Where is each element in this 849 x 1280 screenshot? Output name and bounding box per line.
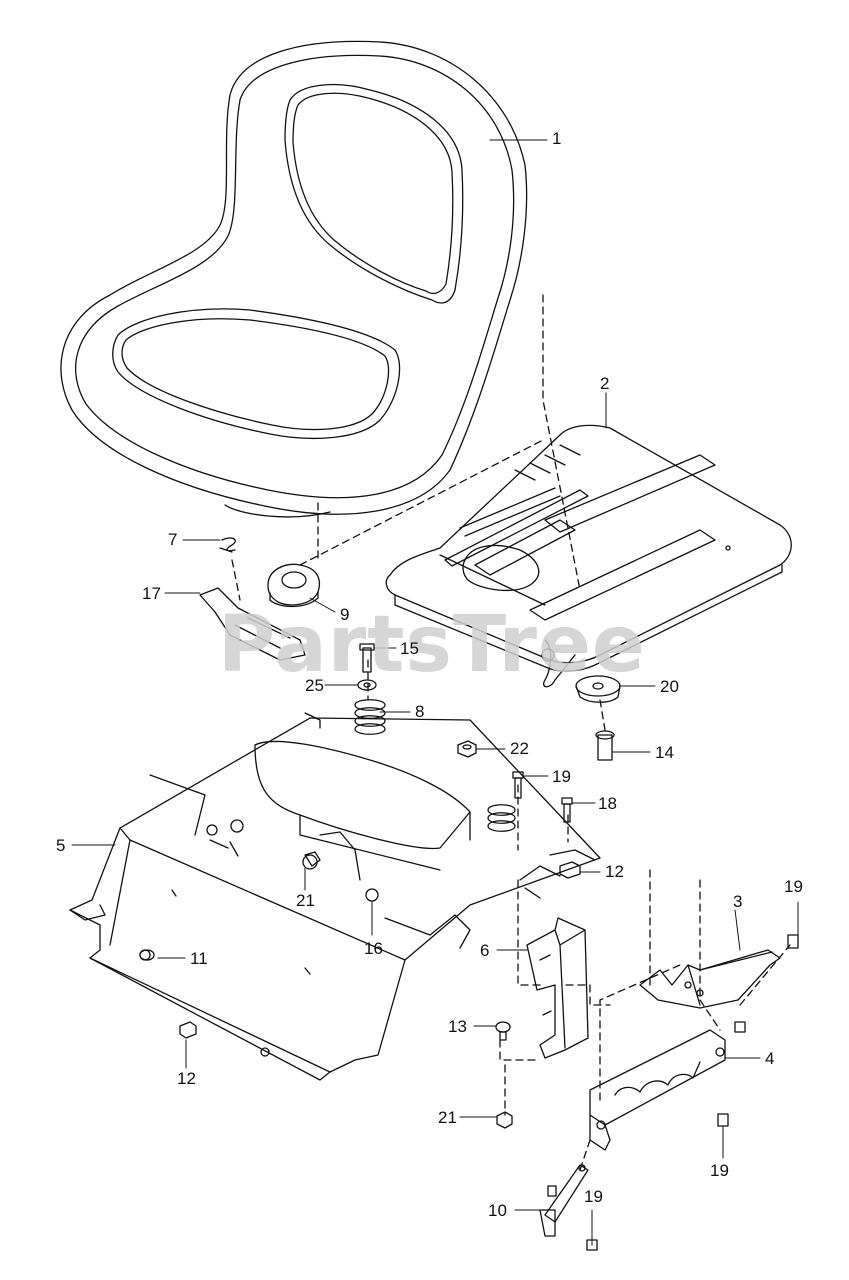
watermark-text: PartsTree bbox=[218, 600, 646, 690]
callout-6[interactable]: 6 bbox=[480, 941, 490, 960]
callout-10[interactable]: 10 bbox=[488, 1201, 507, 1220]
spring-part[interactable] bbox=[354, 699, 516, 832]
callout-25[interactable]: 25 bbox=[305, 676, 324, 695]
callout-9[interactable]: 9 bbox=[340, 605, 350, 624]
callout-19-d[interactable]: 19 bbox=[584, 1187, 603, 1206]
callout-19-a[interactable]: 19 bbox=[552, 767, 571, 786]
hex-bolt-part[interactable] bbox=[547, 934, 799, 1251]
leader-lines bbox=[71, 139, 799, 1246]
adjuster-link-part[interactable] bbox=[539, 1164, 589, 1237]
callout-11[interactable]: 11 bbox=[190, 949, 208, 968]
callout-2[interactable]: 2 bbox=[600, 374, 610, 393]
flange-nut-part[interactable] bbox=[304, 851, 513, 1129]
callout-22[interactable]: 22 bbox=[510, 739, 529, 758]
callout-19-b[interactable]: 19 bbox=[784, 877, 803, 896]
callout-12[interactable]: 12 bbox=[605, 862, 624, 881]
nut-part[interactable] bbox=[457, 740, 477, 758]
seat-slide-upper-part[interactable] bbox=[639, 949, 781, 1009]
seat-base-frame-part[interactable] bbox=[69, 712, 601, 1081]
callout-1[interactable]: 1 bbox=[552, 129, 562, 148]
plug-part[interactable] bbox=[139, 949, 155, 961]
cage-nut-part[interactable] bbox=[179, 861, 581, 1039]
callout-21[interactable]: 21 bbox=[296, 891, 315, 910]
callout-16[interactable]: 16 bbox=[364, 939, 383, 958]
bolt-part[interactable] bbox=[359, 643, 375, 673]
callout-15[interactable]: 15 bbox=[400, 639, 419, 658]
callout-14[interactable]: 14 bbox=[655, 743, 674, 762]
seat-switch-part[interactable] bbox=[267, 563, 321, 608]
seat-part[interactable] bbox=[60, 40, 528, 518]
callout-19-c[interactable]: 19 bbox=[710, 1161, 729, 1180]
adjuster-bracket-part[interactable] bbox=[526, 917, 589, 1059]
callout-8[interactable]: 8 bbox=[415, 702, 425, 721]
callout-4[interactable]: 4 bbox=[765, 1049, 775, 1068]
hinge-bracket-part[interactable] bbox=[199, 587, 306, 661]
assembly-lines bbox=[231, 294, 791, 1171]
seat-pan-part[interactable] bbox=[385, 424, 792, 688]
shoulder-bolt-part[interactable] bbox=[595, 730, 615, 761]
callout-21-lower[interactable]: 21 bbox=[438, 1108, 457, 1127]
seat-slide-lower-part[interactable] bbox=[589, 1029, 726, 1151]
callout-3[interactable]: 3 bbox=[733, 892, 743, 911]
spring-clip-part[interactable] bbox=[219, 537, 236, 553]
callout-17[interactable]: 17 bbox=[142, 584, 161, 603]
callout-5[interactable]: 5 bbox=[56, 836, 66, 855]
callout-7[interactable]: 7 bbox=[168, 530, 178, 549]
callout-18[interactable]: 18 bbox=[598, 794, 617, 813]
callout-20[interactable]: 20 bbox=[660, 677, 679, 696]
carriage-bolt-part[interactable] bbox=[495, 1021, 511, 1041]
callout-12-lower[interactable]: 12 bbox=[177, 1069, 196, 1088]
callout-13[interactable]: 13 bbox=[448, 1017, 467, 1036]
